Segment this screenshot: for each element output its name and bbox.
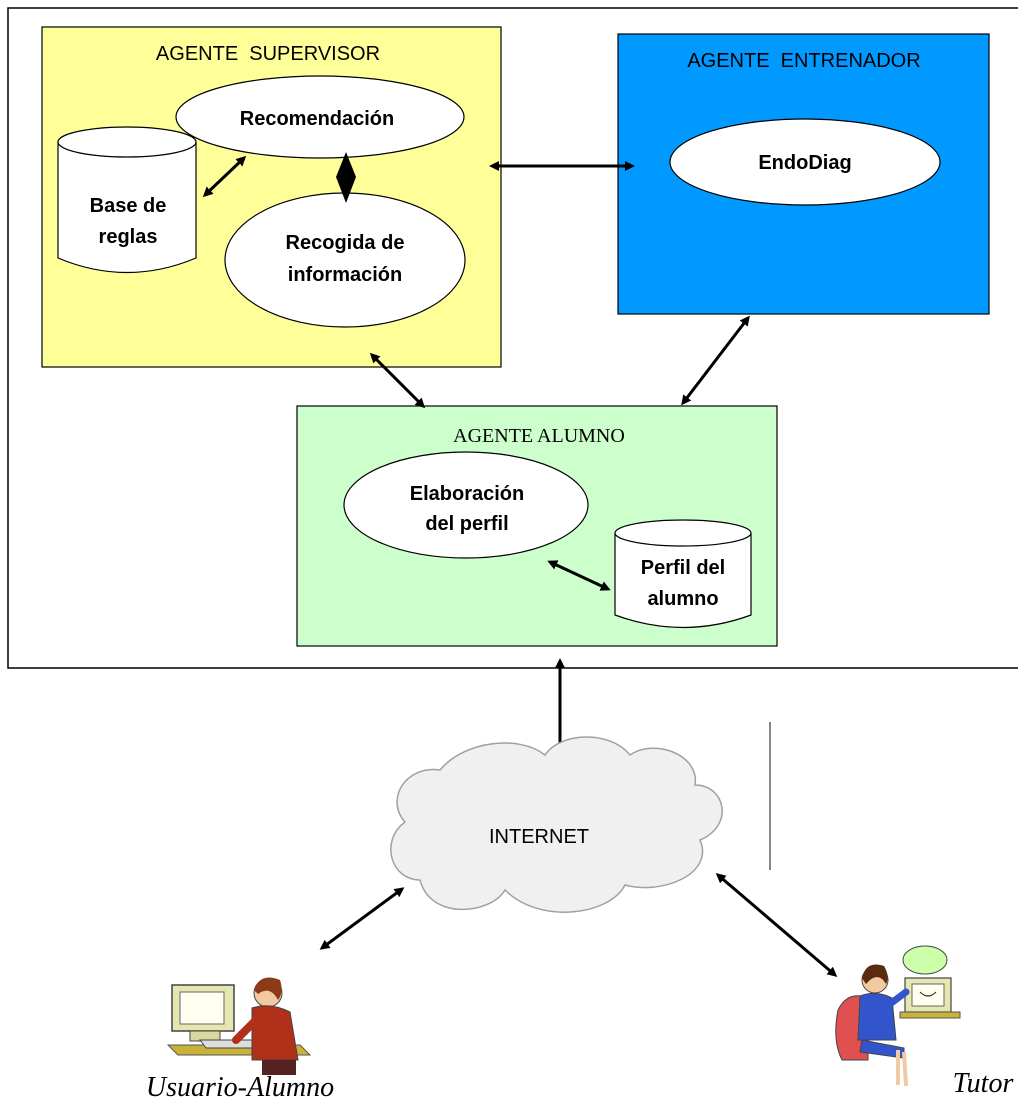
tutor-label: Tutor [953,1068,1014,1099]
endodiag-process: EndoDiag [669,118,941,206]
svg-text:Base de: Base de [90,195,167,217]
internet-cloud: INTERNET [390,736,723,913]
student-computer-icon [166,977,312,1075]
trainer-student-arrow [681,315,750,406]
rules-recommendation-arrow [202,155,247,198]
rules-base-datastore: Base de reglas [57,126,197,274]
recommendation-process: Recomendación [175,75,465,159]
svg-text:alumno: alumno [647,588,718,610]
svg-text:información: información [288,264,402,286]
supervisor-agent-title: AGENTE SUPERVISOR [156,43,380,65]
trainer-agent-title: AGENTE ENTRENADOR [687,50,920,72]
svg-text:Recogida de: Recogida de [286,232,405,254]
svg-text:Perfil del: Perfil del [641,557,725,579]
supervisor-agent-box: AGENTE SUPERVISOR Recomendación Base de … [41,26,502,368]
student-agent-box: AGENTE ALUMNO Elaboración del perfil Per… [296,405,778,647]
svg-text:Elaboración: Elaboración [410,483,524,505]
student-profile-datastore: Perfil del alumno [614,519,752,629]
recommendation-info-diamond [336,152,356,203]
profile-elaboration-process: Elaboración del perfil [343,451,589,559]
svg-text:Recomendación: Recomendación [240,108,394,130]
tutor-icon [835,945,961,1087]
svg-text:del perfil: del perfil [425,513,508,535]
svg-text:INTERNET: INTERNET [489,826,589,848]
supervisor-student-arrow [369,352,426,409]
profile-store-arrow [547,560,611,591]
svg-text:reglas: reglas [99,226,158,248]
internet-student-arrow [319,887,405,950]
information-gathering-process: Recogida de información [224,192,466,328]
student-agent-title: AGENTE ALUMNO [453,425,625,447]
student-user-label: Usuario-Alumno [146,1072,334,1103]
system-boundary [7,7,1018,669]
internet-tutor-arrow [715,873,838,977]
trainer-agent-box: AGENTE ENTRENADOR EndoDiag [617,33,990,315]
svg-text:EndoDiag: EndoDiag [758,152,851,174]
